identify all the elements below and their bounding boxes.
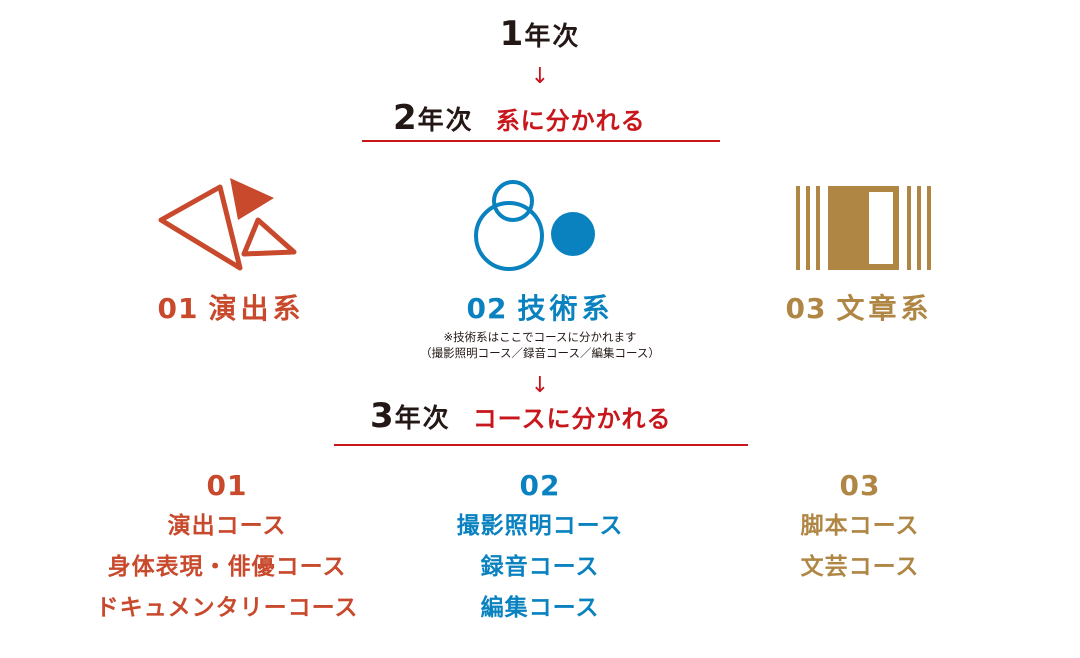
small-outline-circle bbox=[492, 180, 534, 222]
course-item: 脚本コース bbox=[800, 513, 920, 539]
field-name: 演出系 bbox=[208, 292, 305, 325]
year2-label: 年次 bbox=[417, 106, 474, 136]
field-label-writing: 03 文章系 bbox=[764, 287, 954, 327]
circles-icon bbox=[474, 180, 595, 271]
year1-heading: 1年次 bbox=[0, 14, 1080, 54]
year2-heading: 2年次系に分かれる bbox=[393, 98, 646, 138]
large-outline-circle bbox=[474, 201, 544, 271]
arrow-down-icon: ↓ bbox=[530, 64, 550, 89]
year3-number: 3 bbox=[370, 396, 395, 436]
field-label-directing: 01 演出系 bbox=[136, 287, 326, 327]
field-number: 02 bbox=[466, 292, 508, 325]
field-name: 文章系 bbox=[836, 292, 933, 325]
year3-subtitle: コースに分かれる bbox=[472, 405, 672, 433]
course-item: 編集コース bbox=[480, 595, 600, 621]
technical-note: ※技術系はここでコースに分かれます （撮影照明コース／録音コース／編集コース） bbox=[390, 329, 690, 361]
course-item: 身体表現・俳優コース bbox=[107, 554, 347, 580]
triangles-icon bbox=[158, 178, 297, 271]
course-column-writing: 03 脚本コース 文芸コース bbox=[760, 466, 960, 588]
field-label-technical: 02 技術系 bbox=[440, 287, 640, 327]
year1-label: 年次 bbox=[524, 22, 581, 52]
course-group-number: 03 bbox=[839, 469, 881, 502]
course-item: 演出コース bbox=[167, 513, 287, 539]
year2-subtitle: 系に分かれる bbox=[495, 107, 646, 135]
film-bars-icon bbox=[796, 186, 931, 270]
technical-note-line1: ※技術系はここでコースに分かれます bbox=[443, 330, 637, 344]
course-group-number: 02 bbox=[519, 469, 561, 502]
field-name: 技術系 bbox=[517, 292, 614, 325]
field-number: 01 bbox=[157, 292, 199, 325]
course-group-number: 01 bbox=[206, 469, 248, 502]
solid-circle bbox=[551, 212, 595, 256]
year3-heading: 3年次コースに分かれる bbox=[370, 396, 672, 436]
field-number: 03 bbox=[785, 292, 827, 325]
outline-triangle-left bbox=[158, 184, 243, 271]
solid-triangle bbox=[230, 178, 274, 220]
technical-note-line2: （撮影照明コース／録音コース／編集コース） bbox=[420, 346, 660, 360]
year3-label: 年次 bbox=[394, 404, 451, 434]
year1-number: 1 bbox=[499, 14, 525, 54]
outline-triangle-small bbox=[241, 217, 297, 257]
year2-number: 2 bbox=[393, 98, 418, 138]
arrow-down-icon: ↓ bbox=[530, 373, 550, 398]
course-item: 撮影照明コース bbox=[456, 513, 624, 539]
course-item: 録音コース bbox=[480, 554, 600, 580]
year3-underline bbox=[334, 444, 748, 446]
course-item: ドキュメンタリーコース bbox=[95, 595, 359, 621]
course-column-directing: 01 演出コース 身体表現・俳優コース ドキュメンタリーコース bbox=[86, 466, 368, 629]
course-column-technical: 02 撮影照明コース 録音コース 編集コース bbox=[420, 466, 660, 629]
course-item: 文芸コース bbox=[800, 554, 920, 580]
year2-underline bbox=[362, 140, 720, 142]
